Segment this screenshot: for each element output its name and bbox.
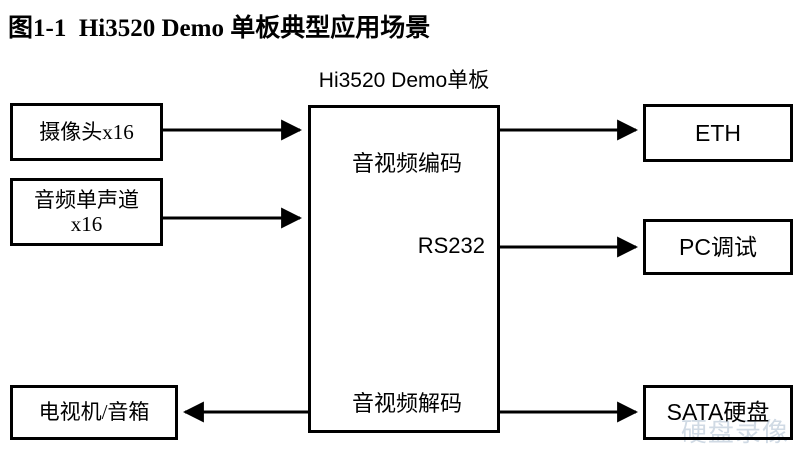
board-encode-label: 音视频编码 [351,151,462,176]
node-sata-disk-label: SATA硬盘 [666,399,770,426]
node-sata-disk[interactable]: SATA硬盘 [643,385,793,440]
node-eth-label: ETH [695,119,741,146]
watermark-line-1: 硬盘录像 [680,417,789,447]
watermark: 硬盘录像 IERD.com [648,393,798,449]
node-camera[interactable]: 摄像头x16 [10,103,163,161]
page-title: 图1-1 Hi3520 Demo 单板典型应用场景 [8,15,431,42]
board-decode-label: 音视频解码 [351,391,462,416]
node-pc-debug-label: PC调试 [679,233,757,260]
board-caption: Hi3520 Demo单板 [318,69,490,92]
node-camera-label: 摄像头x16 [39,119,134,144]
node-demo-board[interactable]: 音视频编码 RS232 音视频解码 [308,105,500,433]
node-audio-input[interactable]: 音频单声道 x16 [10,178,163,246]
node-tv-speaker-label: 电视机/音箱 [38,400,150,425]
node-audio-input-label: 音频单声道 x16 [34,187,139,236]
node-eth[interactable]: ETH [643,104,793,162]
board-rs232-label: RS232 [417,233,485,258]
node-tv-speaker[interactable]: 电视机/音箱 [10,385,178,440]
node-pc-debug[interactable]: PC调试 [643,219,793,275]
